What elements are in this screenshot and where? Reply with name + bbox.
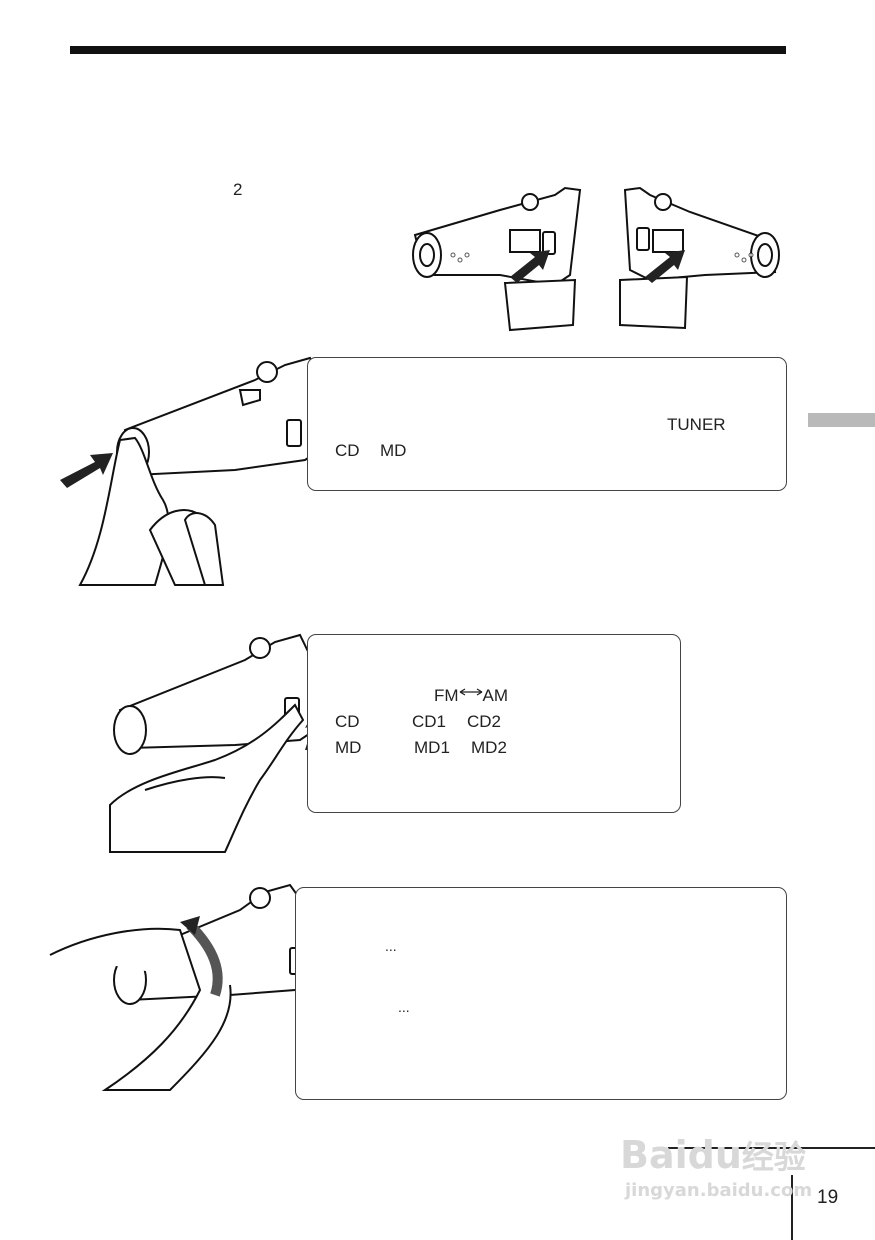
- cd1-label: CD1: [412, 712, 447, 731]
- bidirectional-arrow-icon: [459, 688, 482, 696]
- header-rule: [70, 46, 786, 54]
- source-select-panel: [307, 357, 787, 491]
- band-select-panel: [307, 634, 681, 813]
- md-row-label: MD: [335, 738, 362, 757]
- rotate-panel: [295, 887, 787, 1100]
- press-mode-illustration: [109, 633, 327, 853]
- press-source-illustration: [60, 356, 327, 586]
- cd-row-label: CD: [335, 712, 360, 731]
- cd-label: CD: [335, 441, 360, 460]
- footer-divider: [791, 1175, 793, 1240]
- watermark-url: jingyan.baidu.com: [625, 1180, 813, 1201]
- section-tab: [808, 413, 875, 427]
- md2-label: MD2: [471, 738, 507, 757]
- step-number: 2: [233, 180, 243, 199]
- md-label: MD: [380, 441, 407, 460]
- md1-label: MD1: [414, 738, 450, 757]
- cd2-label: CD2: [467, 712, 502, 731]
- ellipsis-1: ...: [385, 938, 397, 954]
- page-number: 19: [817, 1187, 839, 1208]
- watermark-brand: Baidu经验: [620, 1133, 806, 1177]
- rotate-ring-illustration: [49, 883, 317, 1091]
- remote-label-illustration: [412, 186, 780, 332]
- ellipsis-2: ...: [398, 999, 410, 1015]
- fm-label: FM AM: [434, 686, 509, 705]
- footer-rule: [668, 1147, 875, 1149]
- tuner-label: TUNER: [667, 415, 726, 434]
